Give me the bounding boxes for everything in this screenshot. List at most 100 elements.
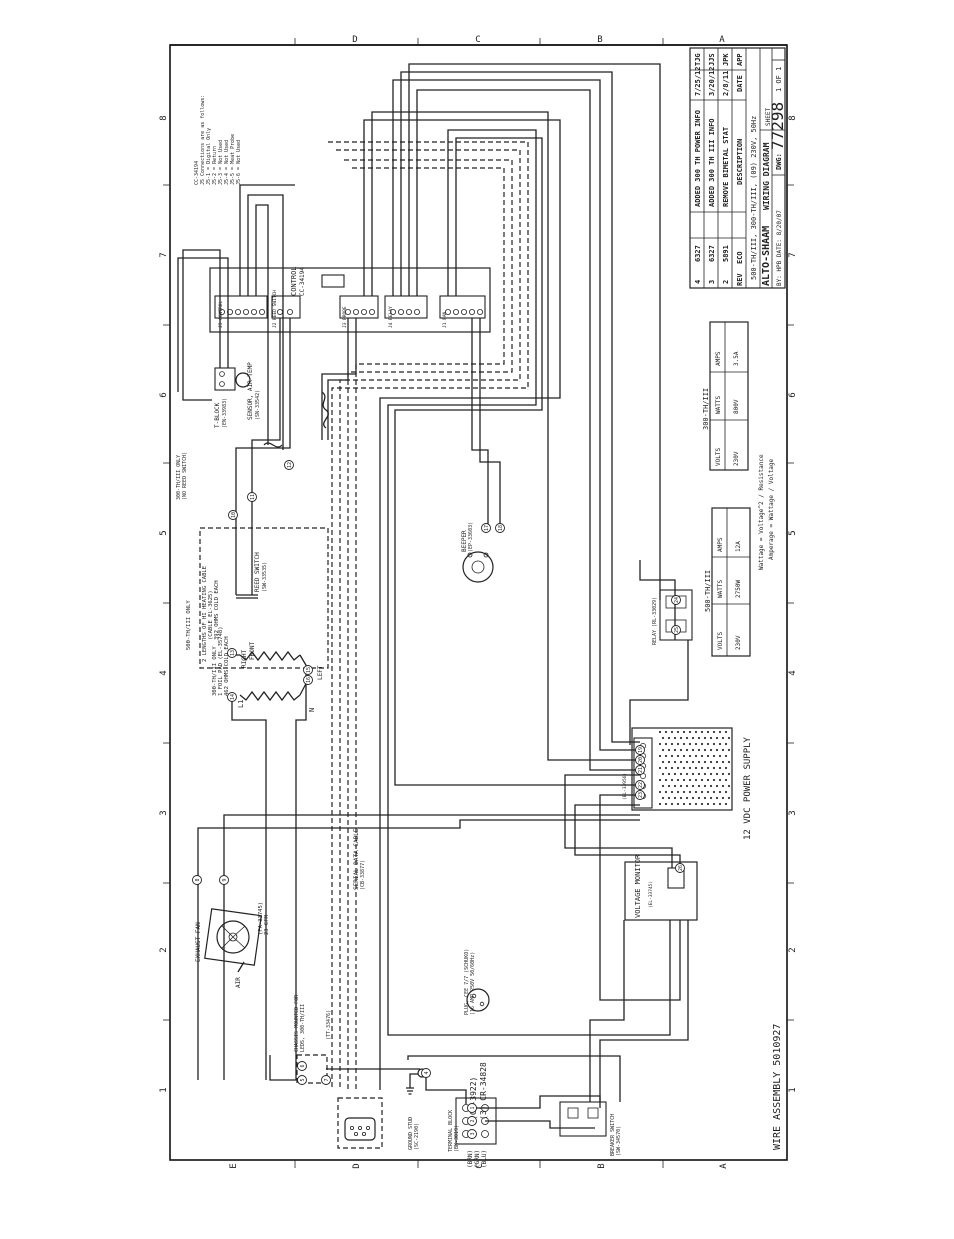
svg-text:300-TH/III ONLY: 300-TH/III ONLY: [176, 455, 182, 500]
svg-text:230V: 230V: [733, 451, 740, 466]
wire-number-label: 11: [250, 494, 256, 500]
vent-dot: [664, 754, 668, 758]
vent-dot: [727, 760, 731, 764]
vent-dot: [718, 790, 722, 794]
vent-dot: [694, 790, 698, 794]
vent-dot: [676, 766, 680, 770]
heating-cable-assembly: 500-TH/III ONLY 2 LENGTHS OF HI HEATING …: [186, 527, 329, 712]
vent-dot: [685, 748, 689, 752]
vent-dot: [709, 772, 713, 776]
vent-dot: [682, 766, 686, 770]
svg-text:(FA-33745): (FA-33745): [258, 902, 264, 935]
vent-dot: [682, 754, 686, 758]
svg-text:7: 7: [788, 252, 798, 257]
vent-dot: [670, 766, 674, 770]
model-line: 500-TH/III, 300-TH/III, (09) 230V, 50Hz: [750, 116, 758, 280]
vent-dot: [691, 784, 695, 788]
svg-text:(BRN): (BRN): [467, 1150, 474, 1168]
vent-dot: [709, 748, 713, 752]
vent-dot: [712, 754, 716, 758]
svg-text:J5-6 = Not Used: J5-6 = Not Used: [236, 140, 242, 185]
vent-dot: [670, 742, 674, 746]
wire-number-bubble: [227, 648, 237, 658]
vent-dot: [697, 784, 701, 788]
svg-text:LEFT: LEFT: [317, 665, 324, 680]
control-part: CC-34194: [299, 267, 306, 296]
vent-dot: [712, 742, 716, 746]
rev-row-3-desc: ADDED 300 TH III INFO: [708, 118, 716, 207]
svg-text:(SN-33542): (SN-33542): [255, 390, 261, 420]
vent-dot: [715, 772, 719, 776]
svg-text:8: 8: [788, 115, 798, 120]
svg-text:BEEPER: BEEPER: [461, 530, 468, 552]
wire-number-label: 5: [300, 1078, 306, 1081]
vent-dot: [685, 760, 689, 764]
svg-text:SENSOR, AIR TEMP: SENSOR, AIR TEMP: [247, 362, 254, 420]
svg-text:LEDS, 300-TH/III: LEDS, 300-TH/III: [300, 1004, 306, 1052]
wire-number-label: 13: [230, 650, 236, 656]
terminal-block: TERMINAL BLOCK (BK-3019) (BRN) (GRN) (BL…: [448, 1062, 497, 1168]
vent-dot: [724, 742, 728, 746]
vent-dot: [721, 760, 725, 764]
vent-dot: [724, 778, 728, 782]
svg-text:(EN-33983): (EN-33983): [222, 398, 228, 428]
rev-header-rev: REV: [736, 273, 744, 286]
vent-dot: [673, 736, 677, 740]
vent-dot: [658, 802, 662, 806]
vent-dot: [658, 778, 662, 782]
vent-dot: [685, 796, 689, 800]
svg-text:CC-34194: CC-34194: [194, 161, 200, 185]
svg-text:(BK-3019): (BK-3019): [454, 1125, 460, 1152]
grid-letter-bottom-a: A: [719, 1163, 729, 1169]
sheet-title: WIRING DIAGRAM: [762, 142, 771, 210]
rev-row-3-rev: 3: [708, 280, 716, 284]
vent-dot: [724, 754, 728, 758]
vent-dot: [712, 790, 716, 794]
vent-dot: [688, 778, 692, 782]
vent-dot: [664, 790, 668, 794]
vent-dot: [673, 748, 677, 752]
vent-dot: [688, 754, 692, 758]
vent-dot: [715, 760, 719, 764]
svg-text:VOLTS: VOLTS: [715, 448, 722, 466]
wire-number-bubble: [297, 1061, 307, 1071]
vent-dot: [691, 736, 695, 740]
wire-number-label: 12: [287, 462, 293, 468]
svg-text:300-TH/III: 300-TH/III: [702, 388, 710, 430]
grid-letter-top-c: C: [475, 35, 480, 45]
vent-dot: [661, 736, 665, 740]
vent-dot: [667, 760, 671, 764]
wire-number-bubble: [467, 1103, 477, 1113]
rev-row-4-app: TJG: [694, 53, 702, 66]
rev-row-2-desc: REMOVE BIMETAL STAT: [722, 127, 730, 207]
vent-dot: [706, 754, 710, 758]
vent-dot: [724, 730, 728, 734]
vent-dot: [700, 778, 704, 782]
vent-dot: [679, 784, 683, 788]
svg-text:300-TH/III ONLY: 300-TH/III ONLY: [212, 646, 218, 696]
wire-number-bubble: [635, 755, 645, 765]
svg-text:(SW-34570): (SW-34570): [616, 1126, 622, 1156]
svg-text:3: 3: [788, 810, 798, 815]
wire-number-label: 2: [470, 1119, 476, 1122]
wire-number-bubble: [303, 665, 313, 675]
svg-text:12A: 12A: [735, 541, 742, 552]
vent-dot: [706, 790, 710, 794]
vent-dot: [673, 796, 677, 800]
vent-dot: [676, 790, 680, 794]
vent-dot: [676, 778, 680, 782]
svg-text:(BLU): (BLU): [481, 1150, 488, 1168]
wire-number-label: 19: [638, 747, 644, 753]
svg-text:J5-2 = Return: J5-2 = Return: [212, 146, 218, 185]
vent-dot: [727, 784, 731, 788]
vent-dot: [703, 784, 707, 788]
connector-j2: [271, 295, 301, 319]
vent-dot: [721, 748, 725, 752]
wire-number-label: 10: [231, 512, 237, 518]
vent-dot: [670, 790, 674, 794]
serial-connector: [337, 1097, 383, 1149]
svg-text:(3) CR-34828: (3) CR-34828: [479, 1062, 488, 1120]
grid-letter-bottom-e: E: [229, 1163, 239, 1168]
vent-dot: [709, 796, 713, 800]
wire-assembly-label: WIRE ASSEMBLY 5010927: [772, 1024, 783, 1150]
